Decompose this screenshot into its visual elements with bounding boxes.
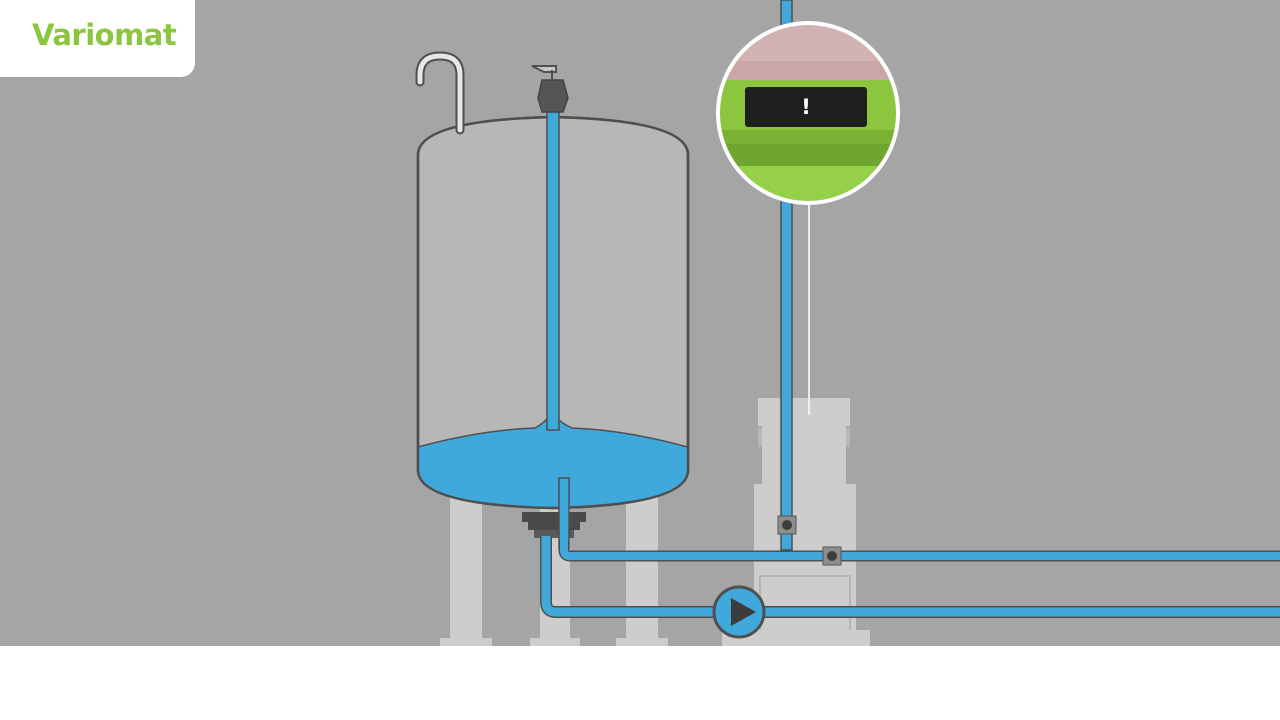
- brand-logo: Variomat: [0, 0, 195, 77]
- tank-flange: [522, 512, 586, 538]
- system-diagram: [0, 0, 1280, 646]
- membrane-tube: [546, 107, 560, 431]
- pump-icon: [712, 585, 766, 639]
- brand-name: Variomat: [32, 18, 177, 52]
- riser-pipe: [780, 0, 793, 551]
- vent-valve-icon: [531, 65, 569, 113]
- valve-icon: [777, 515, 797, 535]
- magnifier-callout: [716, 21, 900, 205]
- play-triangle-icon: [731, 598, 756, 626]
- level-tube: [558, 477, 570, 549]
- valve-icon: [822, 546, 842, 566]
- exclamation-icon: !: [801, 95, 811, 119]
- footer-strip: [0, 646, 1280, 720]
- controller-display: [745, 87, 867, 127]
- tank-legs: [440, 495, 668, 646]
